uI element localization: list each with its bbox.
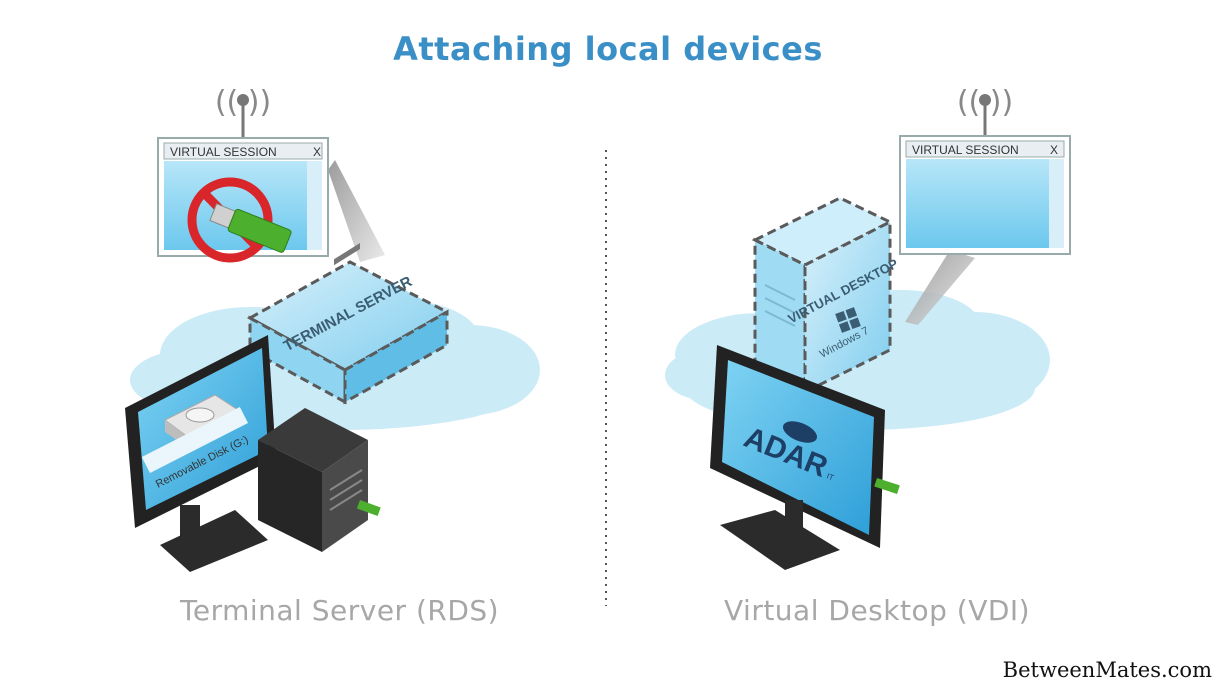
right-window-title: VIRTUAL SESSION (912, 143, 1019, 157)
logo-cloud-icon (782, 421, 818, 443)
left-usb-plug-icon (356, 500, 381, 516)
right-monitor: ADAR IT (710, 345, 900, 570)
left-virtual-session-window: (( )) VIRTUAL SESSION X (157, 85, 329, 263)
left-beam (328, 160, 385, 262)
right-usb-plug-icon (874, 477, 900, 494)
left-scene: TERMINAL SERVER (( )) VIRTUAL SESSION X (125, 85, 540, 572)
left-pc-tower (258, 243, 381, 552)
diagram-title: Attaching local devices (393, 30, 823, 68)
usb-stick-icon (209, 203, 292, 253)
virtual-desktop-caption: Virtual Desktop (VDI) (724, 594, 1031, 627)
left-signal-icon: (( )) (215, 85, 271, 120)
right-scene: VIRTUAL DESKTOP Windows 7 (( )) VIRTUAL … (665, 85, 1071, 570)
watermark: BetweenMates.com (1002, 658, 1212, 682)
right-beam (905, 250, 975, 325)
windows-logo-icon (835, 307, 861, 333)
brand-suffix: IT (825, 472, 835, 483)
terminal-server: TERMINAL SERVER (246, 260, 451, 405)
virtual-desktop-server: VIRTUAL DESKTOP Windows 7 (751, 196, 901, 395)
right-signal-icon: (( )) (957, 85, 1013, 120)
terminal-server-caption: Terminal Server (RDS) (180, 594, 500, 627)
left-window-title: VIRTUAL SESSION (170, 145, 277, 159)
right-virtual-session-window: (( )) VIRTUAL SESSION X (899, 85, 1071, 255)
right-window-close-icon: X (1050, 143, 1058, 157)
left-window-close-icon: X (313, 145, 321, 159)
left-monitor: Removable Disk (G:) (125, 335, 276, 572)
